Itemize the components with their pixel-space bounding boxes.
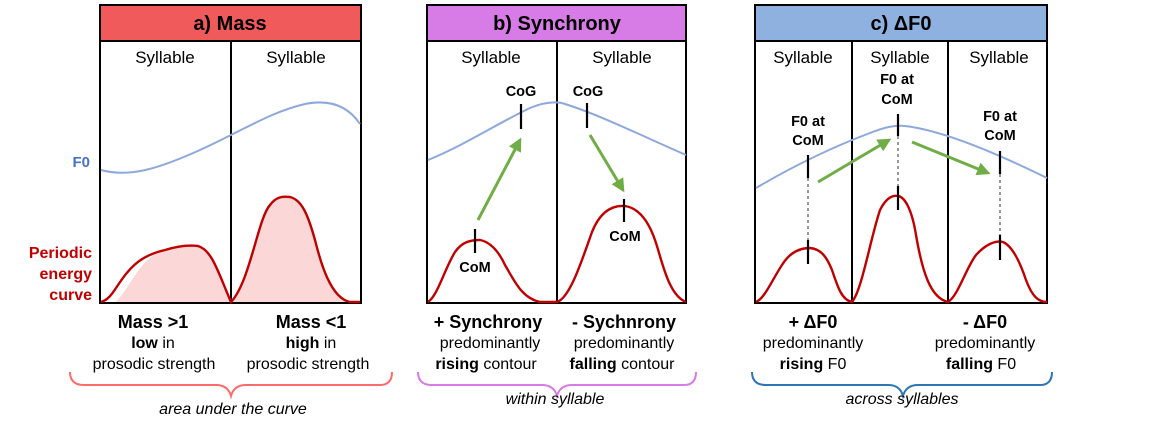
df0-syllable-1: Syllable (773, 48, 833, 67)
sync-right-line2-bold: falling (570, 356, 617, 373)
mass-right-title: Mass <1 (276, 312, 347, 332)
df0-syllable-3: Syllable (969, 48, 1029, 67)
mass-right-line1-bold: high (286, 335, 320, 352)
mass-left-title: Mass >1 (118, 312, 189, 332)
panel-synchrony: b) Synchrony Syllable Syllable CoG CoG C… (417, 4, 697, 408)
df0-left-line1: predominantly (763, 335, 864, 352)
sync-f0-curve (427, 101, 687, 161)
sync-com-left-label: CoM (459, 260, 490, 276)
df0-label-2-com: CoM (881, 92, 912, 108)
energy-label: energy (40, 266, 93, 283)
mass-right-line1-rest: in (319, 335, 336, 352)
df0-right-line2-bold: falling (946, 356, 993, 373)
sync-right-line1: predominantly (574, 335, 675, 352)
curve-label: curve (49, 287, 92, 304)
df0-left-line2-bold: rising (780, 356, 824, 373)
panel-mass: a) Mass Syllable Syllable Mass >1 low in… (69, 4, 393, 418)
mass-header-box (99, 4, 362, 42)
f0-label: F0 (72, 154, 90, 171)
sync-left-line2-bold: rising (435, 356, 479, 373)
df0-right-line1: predominantly (935, 335, 1036, 352)
df0-label-3-com: CoM (984, 128, 1015, 144)
mass-f0-curve (100, 101, 361, 174)
mass-left-line1: low in (131, 335, 175, 352)
sync-left-line1: predominantly (440, 335, 541, 352)
df0-left-title: + ΔF0 (789, 312, 838, 332)
sync-left-line2-rest: contour (479, 356, 537, 373)
sync-rising-arrow (476, 137, 522, 221)
df0-energy-curve (755, 194, 1048, 304)
sync-left-title: + Synchrony (434, 312, 543, 332)
df0-label-1-com: CoM (792, 133, 823, 149)
sync-brace-caption: within syllable (506, 391, 605, 408)
mass-energy-area-left (116, 245, 231, 302)
sync-left-line2: rising contour (435, 356, 537, 373)
sync-right-title: - Sychnrony (572, 312, 676, 332)
mass-left-line2: prosodic strength (93, 356, 216, 373)
mass-syllable-left: Syllable (135, 48, 195, 67)
sync-brace (417, 371, 697, 400)
df0-label-1-f0at: F0 at (791, 114, 825, 130)
df0-brace (751, 371, 1053, 400)
sync-cog-right-label: CoG (573, 84, 604, 100)
mass-syllable-right: Syllable (266, 48, 326, 67)
df0-right-line2: falling F0 (946, 356, 1016, 373)
df0-brace-caption: across syllables (846, 391, 959, 408)
df0-falling-arrow (911, 140, 991, 176)
mass-energy-curve (100, 195, 360, 305)
mass-brace-caption: area under the curve (159, 401, 307, 418)
sync-right-line2-rest: contour (617, 356, 675, 373)
df0-f0-curve (755, 124, 1048, 189)
periodic-label: Periodic (29, 245, 92, 262)
mass-header-title: a) Mass (193, 13, 266, 35)
mass-right-line1: high in (286, 335, 337, 352)
sync-falling-arrow (588, 134, 625, 193)
sync-right-line2: falling contour (570, 356, 676, 373)
sync-header-title: b) Synchrony (493, 13, 622, 35)
df0-rising-arrow (817, 138, 892, 184)
df0-right-title: - ΔF0 (963, 312, 1007, 332)
df0-syllable-2: Syllable (870, 48, 930, 67)
panel-delta-f0: c) ΔF0 Syllable Syllable Syllable F0 at … (751, 4, 1053, 408)
mass-left-line1-rest: in (158, 335, 175, 352)
sync-energy-curve (427, 204, 687, 304)
mass-left-line1-bold: low (131, 335, 158, 352)
sync-com-right-label: CoM (609, 229, 640, 245)
df0-label-3-f0at: F0 at (983, 109, 1017, 125)
mass-right-line2: prosodic strength (247, 356, 370, 373)
df0-label-2-f0at: F0 at (880, 72, 914, 88)
df0-panel-frame (754, 40, 1048, 304)
sync-cog-left-label: CoG (506, 84, 537, 100)
sync-header-box (426, 4, 687, 42)
mass-brace (69, 371, 393, 400)
df0-header-box (754, 4, 1048, 42)
df0-header-title: c) ΔF0 (870, 13, 931, 35)
sync-syllable-left: Syllable (461, 48, 521, 67)
sync-syllable-right: Syllable (592, 48, 652, 67)
df0-left-line2: rising F0 (780, 356, 847, 373)
df0-left-line2-rest: F0 (823, 356, 846, 373)
df0-right-line2-rest: F0 (993, 356, 1016, 373)
